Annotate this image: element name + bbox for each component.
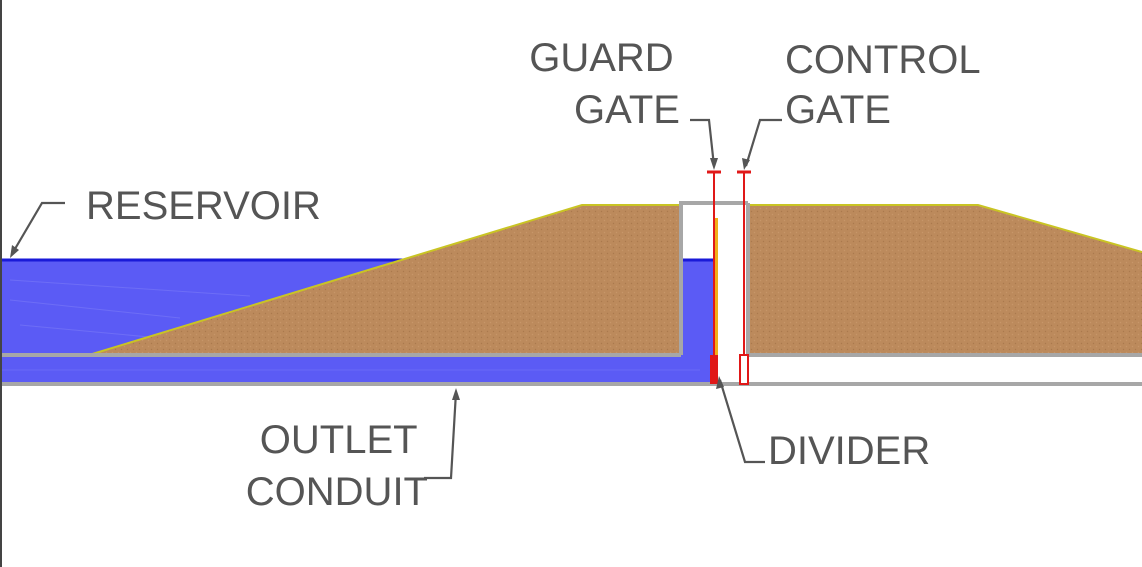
outlet-conduit-arrow [452, 388, 460, 400]
guard-gate-arrow [710, 158, 718, 170]
control-gate-leader [744, 118, 782, 167]
shaft-water [681, 259, 716, 384]
outlet-conduit-leader [424, 391, 458, 480]
divider-leader [718, 379, 765, 464]
water-ripples [9, 279, 251, 339]
embankment-texture [89, 205, 681, 355]
divider-label: DIVIDER [768, 429, 930, 473]
guard-gate-label: GUARD GATE [529, 36, 685, 132]
reservoir-leader [11, 201, 65, 255]
embankment-right-outline [748, 204, 1142, 253]
control-gate [737, 170, 751, 385]
control-gate-label: CONTROL GATE [785, 38, 990, 132]
embankment-right-texture [748, 205, 1142, 355]
embankment-outline [88, 204, 681, 356]
divider-arrow [716, 376, 724, 389]
reservoir-label: RESERVOIR [86, 184, 321, 228]
guard-gate [707, 170, 721, 384]
outlet-conduit-label: OUTLET CONDUIT [246, 418, 428, 514]
control-gate-arrow [742, 158, 750, 170]
conduit-walls [2, 201, 1142, 386]
divider [713, 218, 718, 384]
guard-gate-leader [690, 118, 716, 167]
reservoir-water [2, 260, 405, 355]
reservoir-arrow [10, 245, 19, 258]
